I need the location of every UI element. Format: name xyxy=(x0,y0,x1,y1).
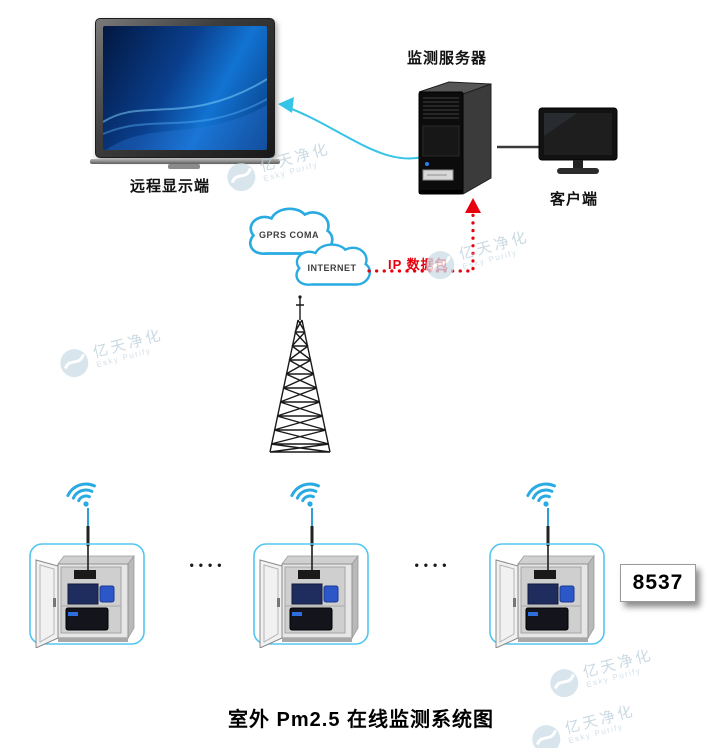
tv-screen xyxy=(103,26,267,150)
client-monitor xyxy=(537,106,619,180)
cabinet3-antenna xyxy=(526,482,556,546)
wifi-icon xyxy=(66,482,96,507)
device-model-text: 8537 xyxy=(632,571,684,594)
ip-packet-label: IP 数据包 xyxy=(388,257,449,272)
gprs-cloud-label: GPRS COMA xyxy=(258,230,319,240)
remote-display-monitor xyxy=(95,18,275,158)
tv-stand-bar xyxy=(90,159,280,164)
arrowhead-to-display xyxy=(278,97,294,113)
ip-packet-arrow xyxy=(367,198,481,273)
wifi-icon xyxy=(526,482,556,507)
tv-stand-nub xyxy=(168,164,200,169)
cabinet1-antenna xyxy=(66,482,96,546)
monitoring-cabinet-1 xyxy=(28,528,148,648)
screen-waves xyxy=(103,77,267,150)
ellipsis-left: •••• xyxy=(189,558,227,572)
monitoring-cabinet-2 xyxy=(252,528,372,648)
server-label: 监测服务器 xyxy=(406,50,487,67)
ellipsis-right: •••• xyxy=(414,558,452,572)
monitoring-cabinet-3 xyxy=(488,528,608,648)
arrowhead-to-server xyxy=(465,198,481,213)
remote-display-label: 远程显示端 xyxy=(129,178,210,195)
server-tower xyxy=(413,78,501,198)
wifi-icon xyxy=(290,482,320,507)
device-model-badge: 8537 xyxy=(620,564,696,602)
client-label: 客户端 xyxy=(549,191,598,208)
internet-cloud-label: INTERNET xyxy=(307,263,357,273)
cabinet2-antenna xyxy=(290,482,320,546)
diagram-title: 室外 Pm2.5 在线监测系统图 xyxy=(227,709,495,731)
radio-tower xyxy=(269,295,331,453)
